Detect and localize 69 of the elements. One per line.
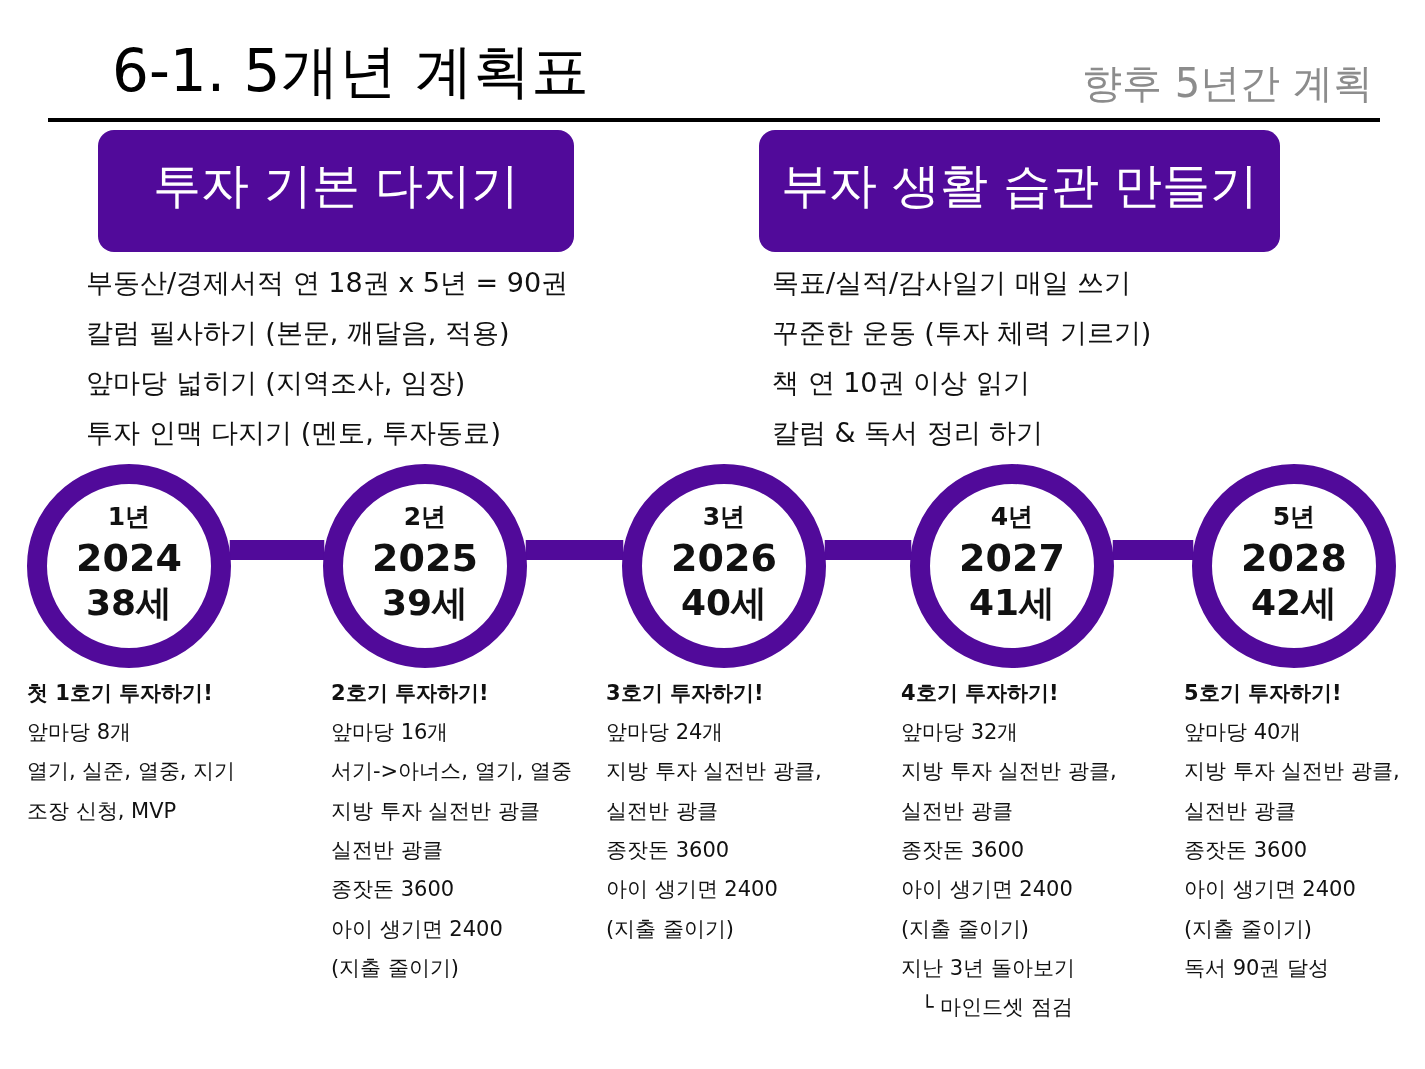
banner-title: 투자 기본 다지기 (152, 158, 520, 214)
plan-item-text: 조장 신청, MVP (27, 797, 177, 824)
plan-item-text: 앞마당 24개 (606, 719, 724, 746)
age-label: 40세 (680, 583, 768, 623)
plan-item-text: 앞마당 40개 (1184, 719, 1302, 746)
plan-item-text: 실전반 광클 (901, 797, 1013, 824)
milestone-heading: 5호기 투자하기! (1184, 679, 1342, 707)
plan-item-text: 실전반 광클 (331, 837, 443, 864)
milestone-heading: 첫 1호기 투자하기! (27, 679, 213, 707)
goal-item-text: 목표/실적/감사일기 매일 쓰기 (772, 266, 1132, 300)
plan-item-text: 종잣돈 3600 (606, 837, 730, 864)
plan-item-text: 아이 생기면 2400 (901, 876, 1073, 903)
goal-item-text: 칼럼 & 독서 정리 하기 (772, 416, 1044, 450)
subtitle-text: 향후 5년간 계획 (1082, 60, 1373, 106)
goal-item-text: 꾸준한 운동 (투자 체력 기르기) (772, 316, 1152, 350)
milestone-heading: 2호기 투자하기! (331, 679, 489, 707)
goal-item-text: 부동산/경제서적 연 18권 x 5년 = 90권 (86, 266, 569, 300)
theme-banner (759, 130, 1280, 252)
plan-item-text: 열기, 실준, 열중, 지기 (27, 758, 236, 785)
plan-item-text: (지출 줄이기) (901, 915, 1030, 942)
connector-line (1112, 540, 1194, 560)
theme-banner (98, 130, 574, 252)
goal-item-text: 투자 인맥 다지기 (멘토, 투자동료) (86, 416, 501, 450)
plan-item-text: 아이 생기면 2400 (606, 876, 778, 903)
plan-item-text: 지난 3년 돌아보기 (901, 954, 1075, 982)
year-label: 2025 (372, 538, 478, 580)
year-number-label: 1년 (107, 503, 151, 531)
year-label: 2026 (671, 538, 777, 580)
year-label: 2024 (76, 538, 182, 580)
year-number-label: 2년 (403, 503, 447, 531)
milestone-heading: 4호기 투자하기! (901, 679, 1059, 707)
year-label: 2028 (1241, 538, 1347, 580)
plan-item-text: └ 마인드셋 점검 (921, 994, 1073, 1021)
goal-item-text: 칼럼 필사하기 (본문, 깨달음, 적용) (86, 316, 510, 350)
age-label: 39세 (381, 583, 469, 623)
plan-item-text: 종잣돈 3600 (901, 837, 1025, 864)
plan-item-text: 실전반 광클 (1184, 797, 1296, 824)
goal-item-text: 앞마당 넓히기 (지역조사, 임장) (86, 366, 466, 400)
plan-item-text: 앞마당 8개 (27, 719, 132, 746)
plan-item-text: 종잣돈 3600 (331, 876, 455, 903)
plan-item-text: 지방 투자 실전반 광클, (606, 758, 822, 785)
plan-item-text: 서기->아너스, 열기, 열중 (331, 758, 572, 785)
plan-item-text: (지출 줄이기) (1184, 915, 1313, 942)
plan-item-text: 지방 투자 실전반 광클, (901, 758, 1117, 785)
plan-item-text: 종잣돈 3600 (1184, 837, 1308, 864)
page-title: 6-1. 5개년 계획표 (112, 38, 589, 105)
plan-item-text: 독서 90권 달성 (1184, 954, 1330, 982)
connector-line (229, 540, 325, 560)
goal-item-text: 책 연 10권 이상 읽기 (772, 366, 1030, 400)
year-number-label: 5년 (1272, 503, 1316, 531)
year-number-label: 3년 (702, 503, 746, 531)
plan-item-text: (지출 줄이기) (606, 915, 735, 942)
age-label: 38세 (85, 583, 173, 623)
plan-item-text: 아이 생기면 2400 (331, 915, 503, 942)
year-label: 2027 (959, 538, 1065, 580)
milestone-heading: 3호기 투자하기! (606, 679, 764, 707)
plan-item-text: 실전반 광클 (606, 797, 718, 824)
age-label: 42세 (1250, 583, 1338, 623)
plan-item-text: 아이 생기면 2400 (1184, 876, 1356, 903)
connector-line (824, 540, 912, 560)
banner-title: 부자 생활 습관 만들기 (780, 158, 1259, 214)
plan-item-text: 지방 투자 실전반 광클, (1184, 758, 1400, 785)
plan-item-text: 앞마당 16개 (331, 719, 449, 746)
plan-item-text: (지출 줄이기) (331, 954, 460, 982)
age-label: 41세 (968, 583, 1056, 623)
plan-item-text: 지방 투자 실전반 광클 (331, 797, 541, 824)
plan-item-text: 앞마당 32개 (901, 719, 1019, 746)
year-number-label: 4년 (990, 503, 1034, 531)
connector-line (525, 540, 624, 560)
